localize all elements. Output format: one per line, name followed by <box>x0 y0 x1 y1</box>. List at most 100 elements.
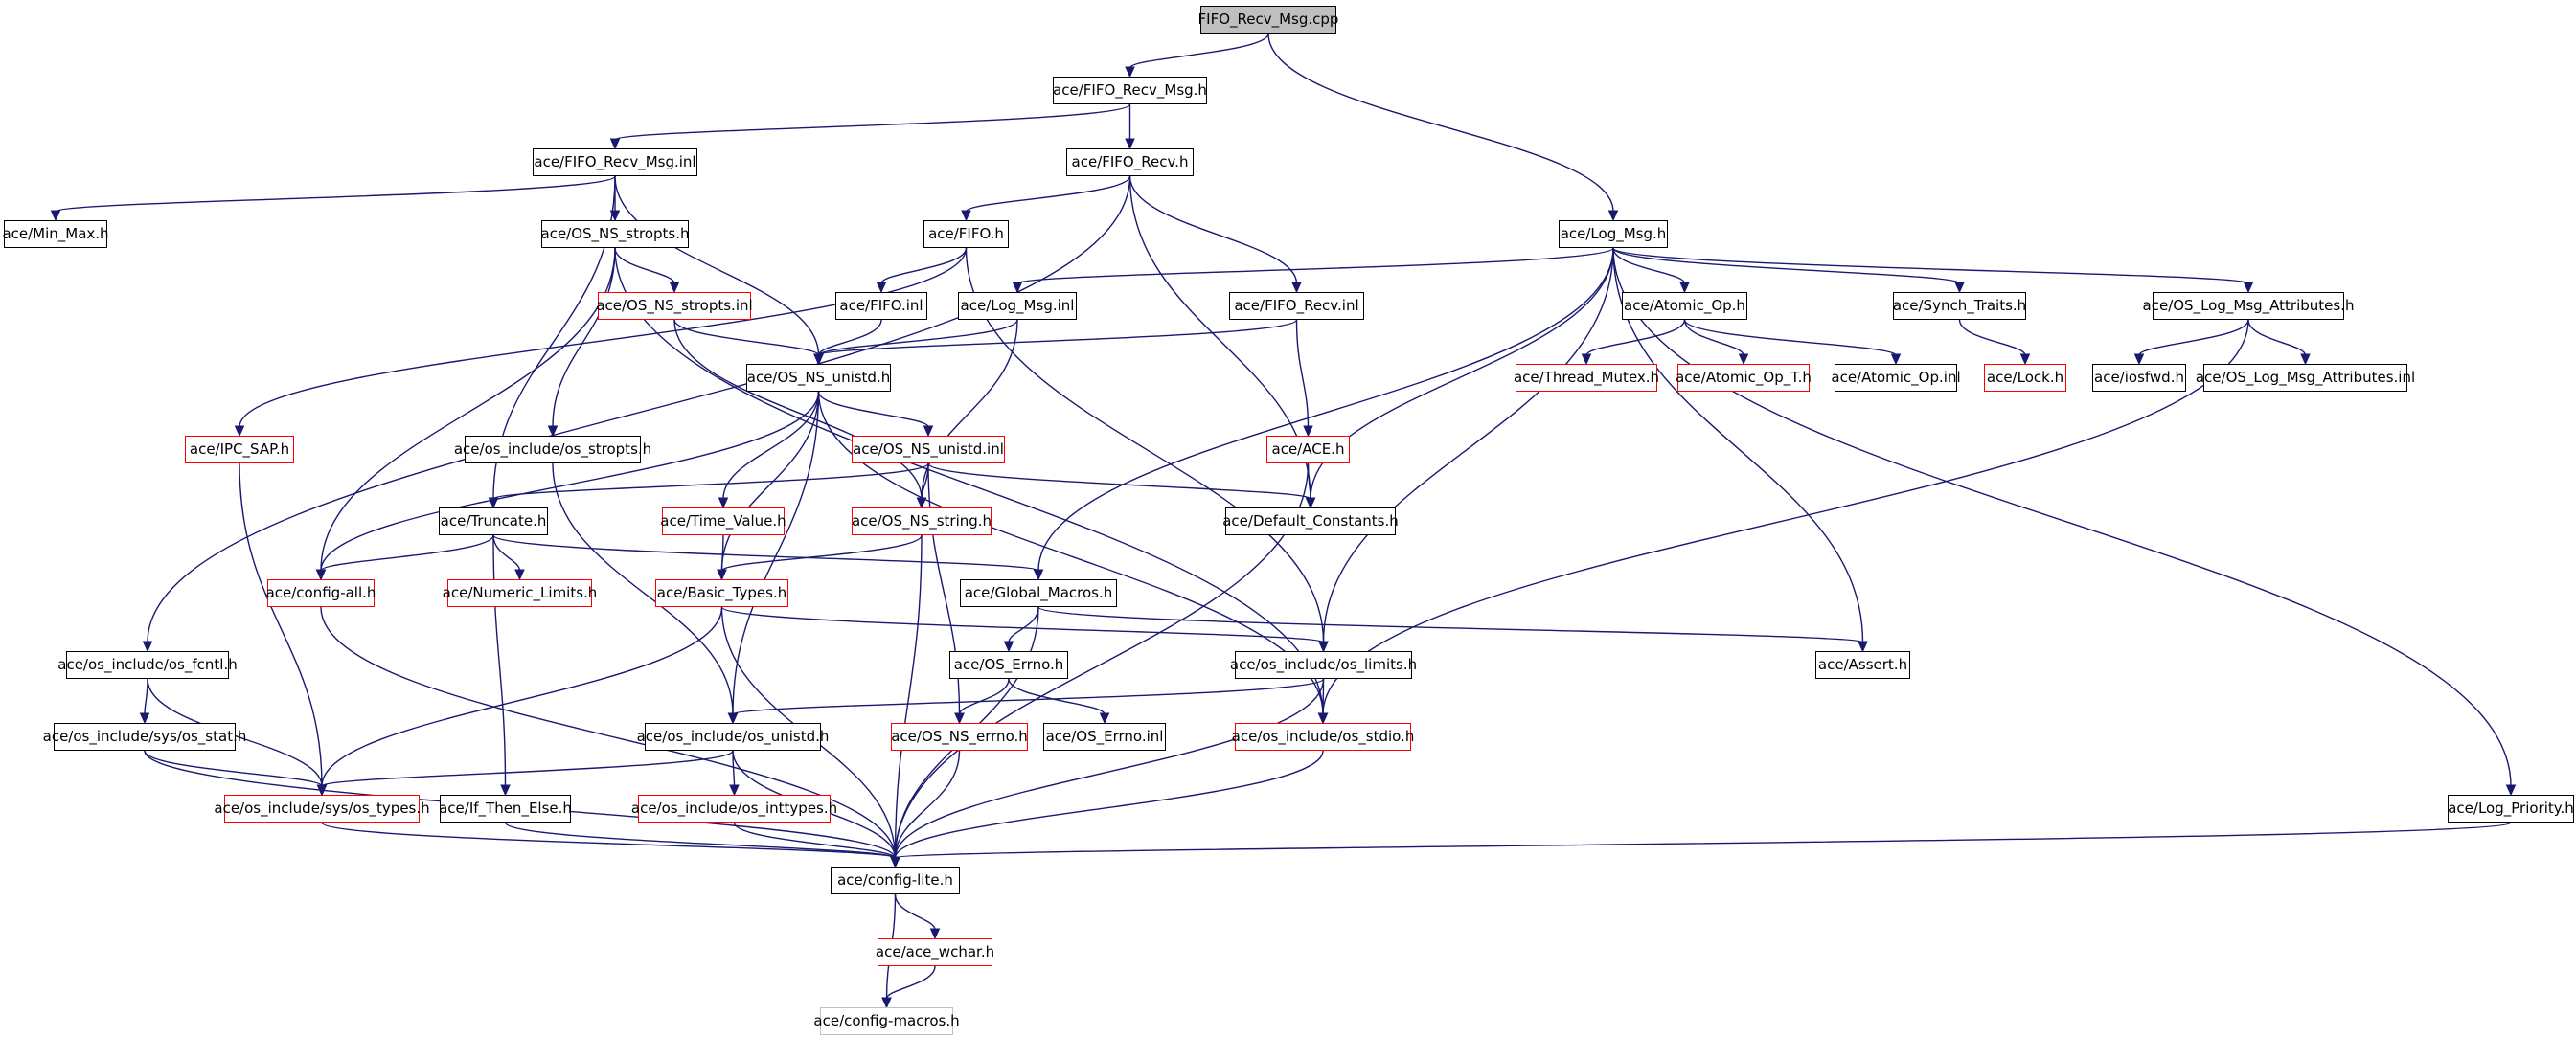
node-log-msg-inl[interactable]: ace/Log_Msg.inl <box>958 292 1077 320</box>
edge-arrowhead <box>142 641 153 653</box>
edge-atomic-op-h-to-thread-mutex-h <box>1585 319 1686 356</box>
edge-os-include-os-unistd-h-to-os-include-sys-os-types-h <box>321 750 734 787</box>
node-lock-h[interactable]: ace/Lock.h <box>1984 364 2066 392</box>
edge-log-msg-inl-to-os-ns-string-h <box>921 319 1018 500</box>
node-time-value-h[interactable]: ace/Time_Value.h <box>660 507 786 535</box>
node-os-errno-inl[interactable]: ace/OS_Errno.inl <box>1043 723 1166 751</box>
node-assert-h[interactable]: ace/Assert.h <box>1815 651 1910 679</box>
node-fifo-recv-msg-cpp[interactable]: FIFO_Recv_Msg.cpp <box>1198 6 1338 34</box>
node-if-then-else-h[interactable]: ace/If_Then_Else.h <box>439 795 572 823</box>
node-os-ns-unistd-h[interactable]: ace/OS_NS_unistd.h <box>746 364 891 392</box>
node-synch-traits-h[interactable]: ace/Synch_Traits.h <box>1893 292 2026 320</box>
node-os-log-msg-attributes-inl[interactable]: ace/OS_Log_Msg_Attributes.inl <box>2196 364 2415 392</box>
edge-arrowhead <box>1303 425 1313 438</box>
edge-os-errno-h-to-os-errno-inl <box>1008 678 1106 715</box>
node-numeric-limits-h[interactable]: ace/Numeric_Limits.h <box>443 579 597 607</box>
edge-arrowhead <box>727 712 739 725</box>
node-atomic-op-t-h[interactable]: ace/Atomic_Op_T.h <box>1676 364 1812 392</box>
edge-arrowhead <box>2505 784 2517 797</box>
edge-arrowhead <box>1890 353 1902 366</box>
node-os-ns-errno-h[interactable]: ace/OS_NS_errno.h <box>891 723 1028 751</box>
edge-arrowhead <box>916 497 927 509</box>
edge-arrowhead <box>50 210 61 222</box>
edge-arrowhead <box>923 425 934 438</box>
node-log-priority-h[interactable]: ace/Log_Priority.h <box>2448 795 2574 823</box>
edge-arrowhead <box>2019 353 2031 366</box>
edge-log-msg-h-to-global-macros-h <box>1037 247 1614 572</box>
node-os-include-sys-os-types-h[interactable]: ace/os_include/sys/os_types.h <box>214 795 430 823</box>
edge-os-include-sys-os-types-h-to-config-lite-h <box>321 822 897 859</box>
edge-arrowhead <box>315 569 327 581</box>
edge-log-msg-h-to-os-log-msg-attributes-h <box>1612 247 2249 284</box>
edge-os-ns-string-h-to-basic-types-h <box>720 534 923 572</box>
node-config-macros-h[interactable]: ace/config-macros.h <box>813 1007 960 1035</box>
edge-arrowhead <box>2300 353 2311 366</box>
edge-os-ns-stropts-h-to-os-include-os-stropts-h <box>552 247 616 428</box>
node-global-macros-h[interactable]: ace/Global_Macros.h <box>960 579 1117 607</box>
edge-arrowhead <box>1581 353 1592 366</box>
edge-arrowhead <box>1003 641 1014 653</box>
node-fifo-recv-h[interactable]: ace/FIFO_Recv.h <box>1066 148 1194 176</box>
edge-os-log-msg-attributes-h-to-os-log-msg-attributes-inl <box>2247 319 2307 356</box>
edge-basic-types-h-to-os-include-os-limits-h <box>720 606 1325 643</box>
edge-log-priority-h-to-config-lite-h <box>894 822 2512 859</box>
edge-os-include-os-fcntl-h-to-os-include-sys-os-stat-h <box>144 678 148 715</box>
edge-truncate-h-to-config-all-h <box>320 534 494 572</box>
edge-fifo-recv-msg-inl-to-min-max-h <box>55 175 616 213</box>
node-os-include-os-limits-h[interactable]: ace/os_include/os_limits.h <box>1230 651 1417 679</box>
node-fifo-recv-inl[interactable]: ace/FIFO_Recv.inl <box>1229 292 1364 320</box>
node-os-include-os-fcntl-h[interactable]: ace/os_include/os_fcntl.h <box>57 651 238 679</box>
edge-arrowhead <box>1679 282 1690 294</box>
node-os-include-os-inttypes-h[interactable]: ace/os_include/os_inttypes.h <box>631 795 837 823</box>
edge-arrowhead <box>669 282 680 294</box>
node-os-include-os-unistd-h[interactable]: ace/os_include/os_unistd.h <box>637 723 829 751</box>
node-os-include-os-stropts-h[interactable]: ace/os_include/os_stropts.h <box>454 436 651 463</box>
node-ipc-sap-h[interactable]: ace/IPC_SAP.h <box>185 436 294 463</box>
edge-arrowhead <box>1318 641 1329 653</box>
node-basic-types-h[interactable]: ace/Basic_Types.h <box>655 579 788 607</box>
edge-os-ns-unistd-inl-to-default-constants-h <box>927 462 1311 500</box>
node-fifo-recv-msg-h[interactable]: ace/FIFO_Recv_Msg.h <box>1053 77 1207 104</box>
node-thread-mutex-h[interactable]: ace/Thread_Mutex.h <box>1514 364 1659 392</box>
edge-os-include-os-limits-h-to-os-include-os-unistd-h <box>732 678 1325 715</box>
edge-ace-wchar-h-to-config-macros-h <box>885 965 936 1000</box>
node-log-msg-h[interactable]: ace/Log_Msg.h <box>1559 220 1668 248</box>
edge-log-msg-h-to-log-priority-h <box>1612 247 2512 787</box>
edge-arrowhead <box>316 784 328 797</box>
edge-fifo-recv-msg-cpp-to-fifo-recv-msg-h <box>1128 33 1269 69</box>
node-ace-h[interactable]: ace/ACE.h <box>1266 436 1350 463</box>
node-config-lite-h[interactable]: ace/config-lite.h <box>831 867 960 894</box>
edge-arrowhead <box>1033 569 1044 581</box>
edge-truncate-h-to-global-macros-h <box>492 534 1039 572</box>
node-os-errno-h[interactable]: ace/OS_Errno.h <box>949 651 1068 679</box>
node-min-max-h[interactable]: ace/Min_Max.h <box>2 220 109 248</box>
node-atomic-op-inl[interactable]: ace/Atomic_Op.inl <box>1831 364 1961 392</box>
node-truncate-h[interactable]: ace/Truncate.h <box>439 507 548 535</box>
node-config-all-h[interactable]: ace/config-all.h <box>266 579 376 607</box>
node-atomic-op-h[interactable]: ace/Atomic_Op.h <box>1622 292 1747 320</box>
node-ace-wchar-h[interactable]: ace/ace_wchar.h <box>876 938 994 966</box>
node-os-ns-unistd-inl[interactable]: ace/OS_NS_unistd.inl <box>852 436 1005 463</box>
edge-arrowhead <box>1607 210 1619 222</box>
node-fifo-h[interactable]: ace/FIFO.h <box>923 220 1009 248</box>
edge-os-include-sys-os-stat-h-to-os-include-sys-os-types-h <box>144 750 323 787</box>
edge-fifo-recv-h-to-os-include-os-fcntl-h <box>147 175 1131 643</box>
edge-atomic-op-h-to-atomic-op-inl <box>1683 319 1897 356</box>
node-os-include-sys-os-stat-h[interactable]: ace/os_include/sys/os_stat.h <box>43 723 246 751</box>
edge-arrowhead <box>1012 282 1023 294</box>
node-os-log-msg-attributes-h[interactable]: ace/OS_Log_Msg_Attributes.h <box>2143 292 2354 320</box>
edge-log-msg-h-to-log-msg-inl <box>1016 247 1614 284</box>
node-fifo-recv-msg-inl[interactable]: ace/FIFO_Recv_Msg.inl <box>533 148 697 176</box>
edge-arrowhead <box>813 353 824 366</box>
node-iosfwd-h[interactable]: ace/iosfwd.h <box>2092 364 2186 392</box>
edge-log-msg-h-to-atomic-op-h <box>1612 247 1686 284</box>
edge-log-msg-h-to-synch-traits-h <box>1612 247 1961 284</box>
node-default-constants-h[interactable]: ace/Default_Constants.h <box>1222 507 1399 535</box>
node-os-include-os-stdio-h[interactable]: ace/os_include/os_stdio.h <box>1232 723 1414 751</box>
node-fifo-inl[interactable]: ace/FIFO.inl <box>835 292 927 320</box>
node-os-ns-stropts-h[interactable]: ace/OS_NS_stropts.h <box>541 220 690 248</box>
edge-basic-types-h-to-os-include-sys-os-types-h <box>321 606 723 787</box>
node-os-ns-string-h[interactable]: ace/OS_NS_string.h <box>852 507 992 535</box>
node-os-ns-stropts-inl[interactable]: ace/OS_NS_stropts.inl <box>596 292 753 320</box>
